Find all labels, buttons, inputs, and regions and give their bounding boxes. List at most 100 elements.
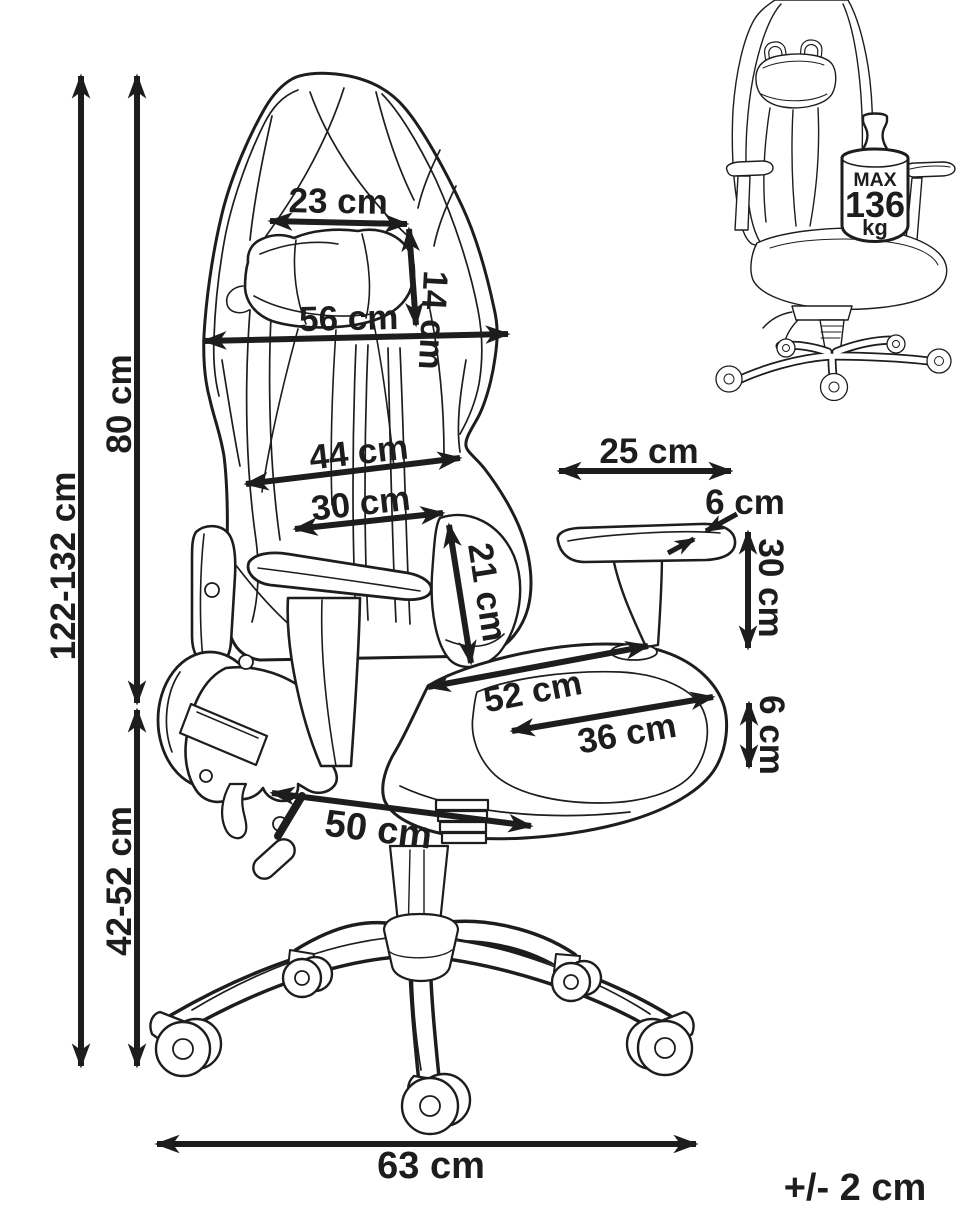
label-10: 23 cm — [288, 181, 388, 222]
dim-seat-cushion-thickness: 6 cm — [739, 695, 791, 775]
dim-seat-inner-width-line-1 — [509, 691, 716, 737]
max-load-icon-path-1 — [841, 157, 909, 168]
label-11: 14 cm — [411, 270, 455, 371]
caster-left — [149, 1010, 223, 1078]
dim-lumbar-width-line-1 — [292, 506, 446, 536]
caster-back-right-circle-4 — [563, 974, 579, 990]
gas-cylinder-path-5 — [389, 949, 453, 959]
dim-armrest-pad-thickness-line-1 — [704, 511, 739, 534]
dim-seat-width-line-1 — [425, 640, 651, 693]
max-load-prefix: MAX — [853, 169, 896, 191]
backrest-seams-path-13 — [221, 359, 241, 467]
caster-back-left — [281, 949, 334, 999]
dim-armrest-pad-thickness: 6 cm — [666, 483, 785, 556]
label-9: 42-52 cm — [100, 806, 139, 956]
dim-lumbar-height-line-1 — [443, 522, 477, 666]
caster-front-circle-4 — [419, 1095, 441, 1117]
inset-chair-drawing-path-12 — [791, 109, 797, 227]
headrest-pillow-path-2 — [259, 241, 339, 255]
left-armrest-assembly-path-4 — [178, 702, 269, 767]
inset-chair-drawing-circle-48 — [828, 381, 840, 393]
caster-left-circle-4 — [172, 1038, 194, 1060]
dim-base-width: 63 cm — [154, 1134, 699, 1187]
left-armrest-assembly-circle-2 — [204, 582, 220, 598]
dim-backrest-width: 56 cm — [201, 298, 511, 350]
label-8: 80 cm — [100, 354, 139, 453]
inset-chair-drawing-path-8 — [755, 53, 837, 109]
inset-chair-drawing-group-38 — [715, 334, 952, 402]
main-chair-drawing — [149, 71, 737, 1136]
caster-back-right — [550, 953, 603, 1003]
dim-headrest-height: 14 cm — [401, 226, 455, 371]
label-23: 63 cm — [377, 1145, 485, 1187]
dim-backrest-mid-width-line-1 — [243, 451, 463, 491]
inset-chair-drawing-path-15 — [734, 175, 751, 231]
dimension-annotations: 122-132 cm 80 cm 42-52 cm 23 cm 14 cm 56… — [44, 73, 791, 1187]
inset-chair-drawing-path-14 — [725, 160, 774, 177]
label-12: 56 cm — [299, 298, 399, 339]
headrest-pillow-path-4 — [293, 239, 307, 325]
dim-lumbar-width: 30 cm — [292, 479, 446, 536]
left-armrest-assembly-path-1 — [199, 533, 205, 661]
backrest-seams-path-3 — [375, 91, 415, 201]
max-load-unit: kg — [862, 215, 888, 240]
backrest-inner-outline-path-3 — [417, 149, 441, 209]
label-17: 6 cm — [705, 483, 785, 522]
strap — [220, 782, 248, 840]
inset-chair-drawing-circle-40 — [782, 344, 790, 352]
dim-headrest-height-line-1 — [401, 226, 424, 328]
headrest-pillow-path-5 — [361, 233, 371, 319]
tolerance-note: +/- 2 cm — [784, 1167, 927, 1209]
dim-seat-height: 42-52 cm — [100, 707, 147, 1069]
left-armrest-pad — [246, 551, 433, 601]
left-armrest-assembly-path-5 — [196, 711, 259, 739]
right-armrest-path-2 — [611, 552, 664, 649]
inset-chair-drawing-path-21 — [762, 311, 793, 329]
inset-chair-drawing-path-10 — [760, 93, 828, 102]
inset-chair-drawing-path-24 — [820, 325, 843, 339]
left-armrest-assembly-path-3 — [165, 671, 181, 753]
base-legs-path-15 — [449, 937, 651, 1015]
caster-right — [625, 1010, 695, 1077]
headrest-pillow-path-3 — [253, 295, 373, 317]
max-load-value: 136 — [845, 184, 905, 225]
backrest-inner-outline-path-2 — [381, 93, 483, 435]
left-armrest-assembly-circle-6 — [238, 654, 254, 670]
inset-chair-drawing-circle-44 — [723, 373, 735, 385]
dim-headrest-width: 23 cm — [267, 181, 410, 233]
left-armrest-assembly — [156, 524, 433, 880]
dim-backrest-height: 80 cm — [100, 73, 147, 706]
label-16: 25 cm — [599, 432, 698, 471]
right-armrest-path-3 — [567, 530, 721, 542]
lever-knob — [252, 838, 296, 880]
backrest-seams-path-12 — [457, 359, 467, 453]
weight-body — [840, 147, 910, 244]
backrest-seams-path-4 — [249, 115, 273, 241]
caster-back-left-circle-4 — [294, 970, 310, 986]
dim-seat-base-width-line-1 — [269, 786, 534, 833]
left-armrest-assembly-path-9 — [257, 567, 421, 592]
right-armrest — [556, 522, 737, 661]
gas-cylinder-path-4 — [382, 912, 460, 983]
casters — [149, 949, 695, 1136]
dim-headrest-width-line-1 — [267, 212, 410, 233]
inset-chair-drawing-path-17 — [909, 165, 951, 170]
max-load-icon: MAX 136 kg — [840, 112, 910, 244]
dim-armrest-height: 30 cm — [738, 529, 790, 651]
left-armrest-assembly-path-10 — [320, 599, 337, 767]
inset-chair-drawing-path-16 — [903, 161, 956, 178]
left-armrest-assembly-circle-7 — [199, 769, 213, 783]
dim-total-height: 122-132 cm — [44, 73, 91, 1069]
drawing-path-6 — [750, 227, 948, 310]
inset-chair-drawing-circle-42 — [892, 340, 900, 348]
inset-chair-drawing-circle-46 — [934, 356, 944, 366]
inset-chair-drawing-path-19 — [769, 238, 939, 266]
inset-chair-drawing-path-13 — [809, 107, 820, 227]
caster-front — [400, 1072, 472, 1136]
inset-chair-drawing-path-1 — [745, 3, 782, 243]
dim-armrest-length: 25 cm — [556, 432, 734, 481]
inset-chair-drawing-path-33 — [727, 353, 833, 387]
dim-armrest-pad-thickness-line-2 — [666, 536, 696, 556]
